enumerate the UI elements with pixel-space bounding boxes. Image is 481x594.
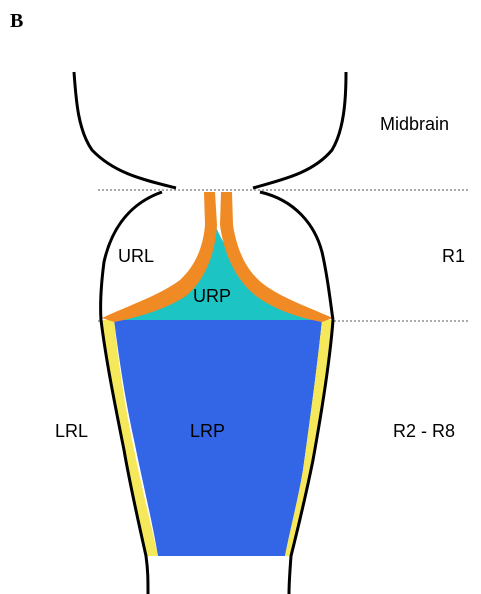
- label-lrl: LRL: [55, 421, 88, 441]
- panel-label: B: [10, 10, 23, 32]
- label-lrp: LRP: [190, 421, 225, 441]
- label-url: URL: [118, 246, 154, 266]
- label-urp: URP: [193, 286, 231, 306]
- midbrain-outline-right: [253, 72, 346, 188]
- label-r1: R1: [442, 246, 465, 266]
- midbrain-outline-left: [74, 72, 176, 188]
- label-r2-r8: R2 - R8: [393, 421, 455, 441]
- label-midbrain: Midbrain: [380, 114, 449, 134]
